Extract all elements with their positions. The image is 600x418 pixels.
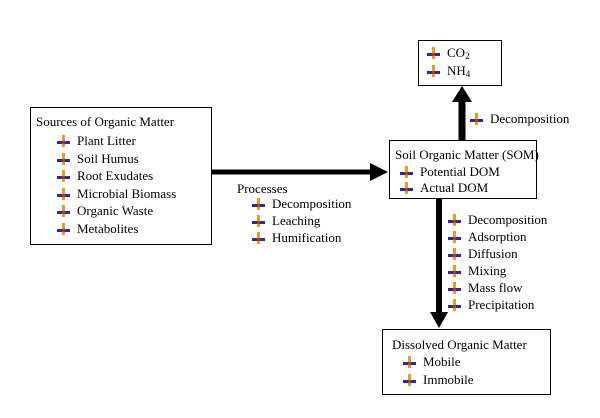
- bullet-icon: [57, 135, 71, 147]
- sources-item-label: Organic Waste: [77, 203, 154, 218]
- bullet-icon: [448, 299, 462, 311]
- downward-process-item-label: Decomposition: [468, 212, 548, 227]
- sources-item-label: Microbial Biomass: [77, 185, 177, 201]
- bullet-icon: [403, 374, 417, 386]
- gas-formula-base: NH: [447, 63, 466, 78]
- upward-process-item-label: Decomposition: [490, 111, 570, 126]
- bullet-icon: [448, 282, 462, 294]
- bullet-icon: [448, 231, 462, 243]
- downward-process-item-label: Mixing: [468, 263, 507, 278]
- processes-item-label: Decomposition: [272, 196, 352, 211]
- bullet-icon: [252, 232, 266, 244]
- sources-item-label: Soil Humus: [77, 150, 139, 166]
- bullet-icon: [403, 356, 417, 368]
- sources-item-label: Metabolites: [77, 220, 139, 236]
- som-item-label: Potential DOM: [420, 164, 500, 179]
- downward-process-item-label: Mass flow: [468, 280, 523, 295]
- bullet-icon: [252, 215, 266, 227]
- processes-item-label: Leaching: [272, 213, 321, 228]
- gas-formula: NH4: [447, 63, 470, 82]
- bullet-icon: [448, 248, 462, 260]
- bullet-icon: [400, 166, 414, 178]
- gas-formula-base: CO: [447, 45, 466, 60]
- bullet-icon: [57, 170, 71, 182]
- dom-item-label: Immobile: [423, 372, 474, 387]
- bullet-icon: [427, 47, 441, 59]
- bullet-icon: [427, 65, 441, 77]
- bullet-icon: [252, 198, 266, 210]
- gas-formula: CO2: [447, 45, 470, 64]
- som-item-label: Actual DOM: [420, 180, 489, 195]
- downward-process-item-label: Precipitation: [468, 297, 535, 312]
- gas-formula-subscript: 4: [465, 69, 471, 79]
- arrowhead-to-gases: [452, 86, 472, 102]
- downward-process-item-label: Diffusion: [468, 246, 518, 261]
- arrowhead-to-dom: [430, 312, 448, 328]
- dom-item-label: Mobile: [423, 354, 461, 369]
- processes-title: Processes: [237, 181, 288, 196]
- processes-item-label: Humification: [272, 230, 342, 245]
- dom-title: Dissolved Organic Matter: [392, 337, 527, 352]
- bullet-icon: [470, 113, 484, 125]
- sources-item-label: Plant Litter: [77, 133, 136, 148]
- sources-item-label: Root Exudates: [77, 168, 154, 183]
- bullet-icon: [57, 222, 71, 235]
- bullet-icon: [448, 265, 462, 277]
- downward-process-item-label: Adsorption: [468, 229, 527, 244]
- bullet-icon: [57, 152, 71, 165]
- som-title: Soil Organic Matter (SOM): [395, 147, 539, 162]
- bullet-icon: [448, 214, 462, 226]
- arrowhead-to-som: [370, 163, 388, 181]
- bullet-icon: [400, 182, 414, 194]
- bullet-icon: [57, 187, 71, 200]
- gas-formula-subscript: 2: [465, 51, 470, 61]
- sources-title: Sources of Organic Matter: [36, 114, 175, 129]
- bullet-icon: [57, 205, 71, 217]
